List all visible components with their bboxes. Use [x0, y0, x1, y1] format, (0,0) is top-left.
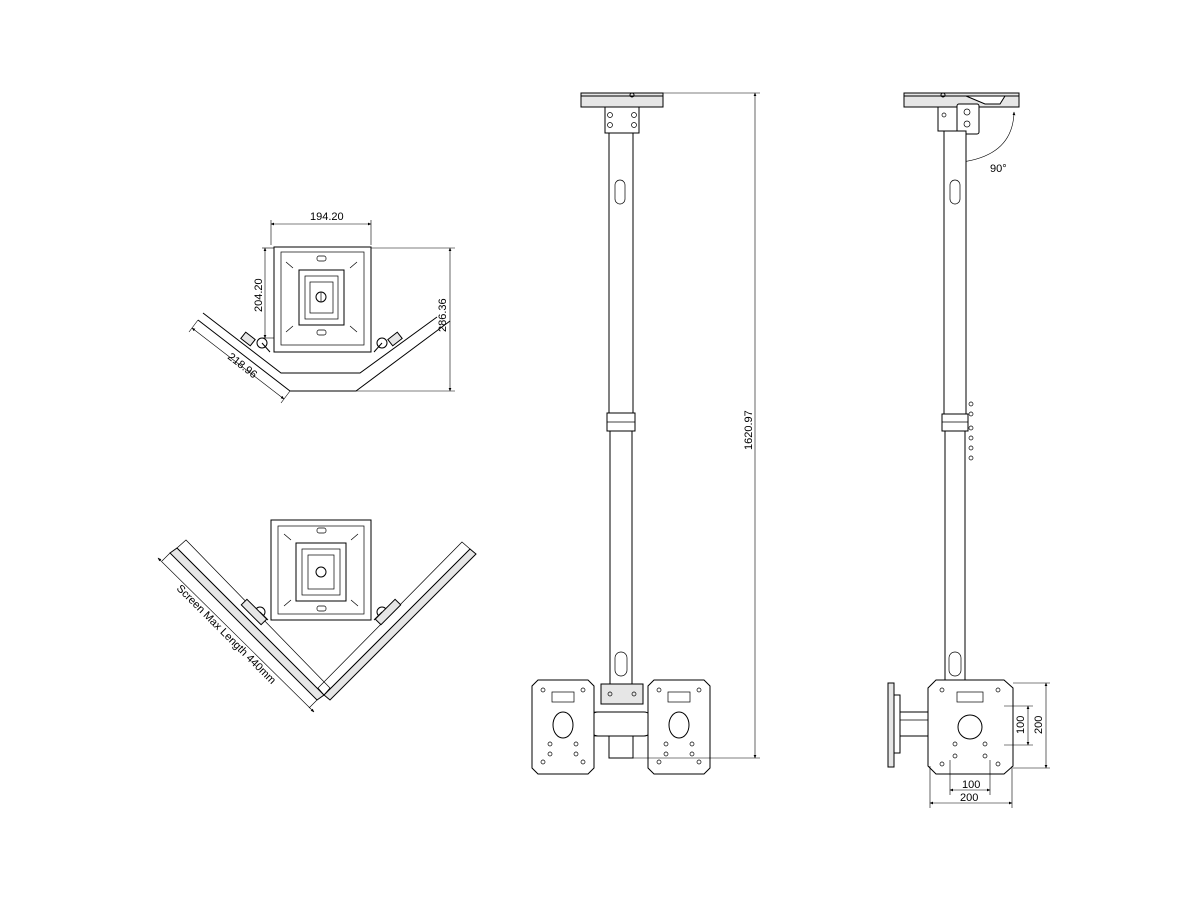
dim-plate-height: 204.20 [253, 247, 275, 339]
dim-vesa-horizontal: 100 200 [929, 760, 1013, 808]
dim-total-height-label: 286.36 [437, 298, 449, 332]
upper-pole-side [943, 130, 967, 425]
dim-vesa-h-large-label: 200 [960, 792, 978, 804]
dim-top-width-label: 194.20 [310, 211, 344, 223]
right-screen [317, 541, 477, 701]
dim-pole-length: 1620.97 [633, 92, 760, 759]
side-elevation: 90° [887, 92, 1050, 808]
dim-top-width: 194.20 [270, 211, 372, 245]
right-vesa-plate [647, 679, 711, 775]
dim-vesa-vertical: 100 200 [1004, 682, 1050, 769]
dim-pole-length-label: 1620.97 [743, 410, 755, 450]
rotation-indicator: 90° [961, 111, 1016, 175]
dim-diagonal-label: 218.96 [225, 351, 259, 381]
left-vesa-plate [531, 679, 601, 775]
top-view-screens: Screen Max Length 440mm [157, 519, 477, 713]
dim-vesa-h-small-label: 100 [962, 779, 980, 791]
center-bracket [298, 269, 345, 326]
upper-pole [608, 132, 634, 424]
dim-vesa-v-small-label: 100 [1015, 716, 1027, 734]
dim-vesa-v-large-label: 200 [1033, 716, 1045, 734]
dim-plate-height-label: 204.20 [253, 278, 265, 312]
lower-pole-side [944, 430, 966, 684]
front-elevation: 1620.97 [531, 92, 760, 775]
top-view-dimensioned: 194.20 204.20 286.36 [188, 211, 455, 404]
lower-pole [609, 430, 633, 685]
side-vesa-plate [927, 679, 1014, 775]
ceiling-plate [580, 92, 664, 108]
rotation-label: 90° [990, 163, 1007, 175]
